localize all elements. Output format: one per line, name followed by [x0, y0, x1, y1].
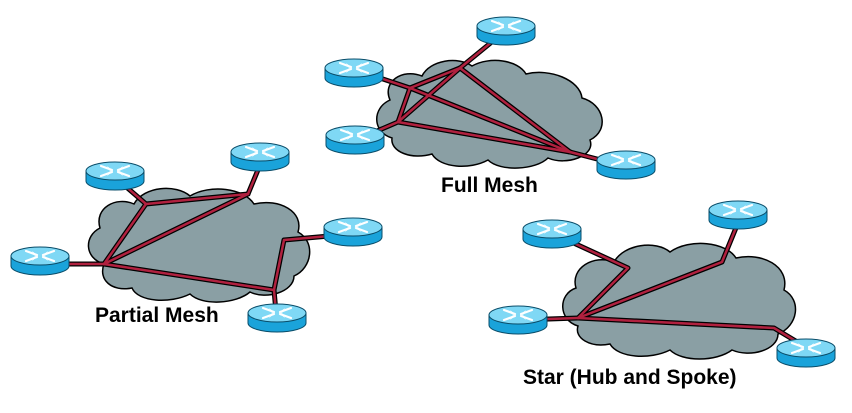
- router-icon: [475, 15, 537, 47]
- router-icon: [324, 124, 386, 156]
- router-icon: [707, 199, 769, 231]
- star-topology: [487, 199, 837, 369]
- router-icon: [246, 302, 308, 334]
- full-mesh-label: Full Mesh: [441, 174, 538, 197]
- star-links: [517, 215, 807, 349]
- router-icon: [521, 218, 583, 250]
- partial-mesh-topology: [9, 141, 384, 334]
- router-icon: [775, 337, 837, 369]
- router-icon: [322, 216, 384, 248]
- partial-mesh-cloud: [87, 187, 311, 303]
- partial-mesh-label: Partial Mesh: [95, 304, 219, 327]
- router-icon: [84, 160, 146, 192]
- router-icon: [595, 149, 657, 181]
- partial-mesh-links: [37, 162, 355, 315]
- router-icon: [9, 245, 71, 277]
- full-mesh-topology: [323, 15, 657, 181]
- router-icon: [323, 57, 385, 89]
- router-icon: [487, 304, 549, 336]
- router-icon: [229, 141, 291, 173]
- star-label: Star (Hub and Spoke): [523, 366, 737, 389]
